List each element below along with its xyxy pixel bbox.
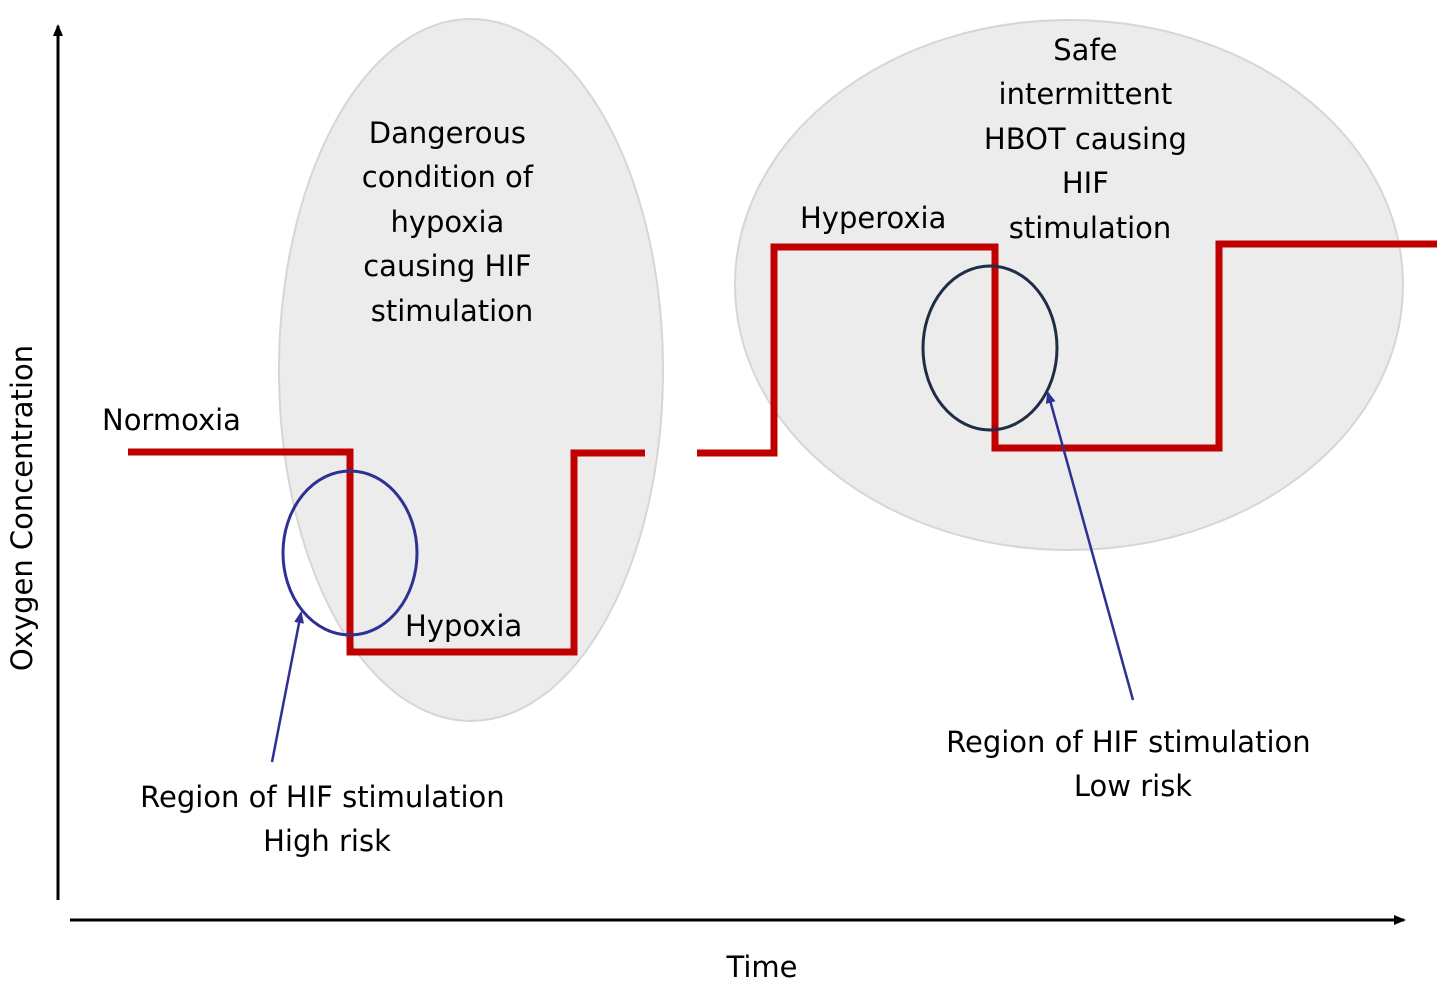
dangerous-line-3: hypoxia bbox=[390, 205, 504, 239]
safe-region-text: Safe intermittent HBOT causing HIF stimu… bbox=[984, 33, 1196, 245]
high-risk-circle bbox=[281, 469, 419, 637]
dangerous-line-1: Dangerous bbox=[369, 116, 526, 150]
oxygen-signal-hypoxia-segment bbox=[128, 448, 645, 656]
low-risk-circle bbox=[921, 264, 1059, 432]
y-axis-label: Oxygen Concentration bbox=[5, 345, 39, 671]
x-axis-label: Time bbox=[726, 950, 798, 984]
normoxia-label: Normoxia bbox=[102, 403, 241, 437]
safe-region-ellipse bbox=[734, 19, 1404, 551]
dangerous-line-2: condition of bbox=[362, 160, 534, 194]
low-risk-line-2: Low risk bbox=[1074, 769, 1192, 803]
low-risk-arrow bbox=[1045, 391, 1135, 701]
dangerous-region-text: Dangerous condition of hypoxia causing H… bbox=[362, 116, 542, 328]
high-risk-annotation: Region of HIF stimulation High risk bbox=[140, 780, 514, 858]
dangerous-line-4: causing HIF bbox=[363, 249, 531, 283]
low-risk-annotation: Region of HIF stimulation Low risk bbox=[946, 725, 1320, 803]
high-risk-arrow bbox=[270, 611, 304, 763]
high-risk-line-1: Region of HIF stimulation bbox=[140, 780, 504, 814]
safe-line-1: Safe bbox=[1053, 33, 1117, 67]
safe-line-2: intermittent bbox=[999, 77, 1173, 111]
oxygen-signal-hyperoxia-segment bbox=[697, 240, 1437, 457]
high-risk-line-2: High risk bbox=[263, 824, 391, 858]
low-risk-line-1: Region of HIF stimulation bbox=[946, 725, 1310, 759]
hyperoxia-label: Hyperoxia bbox=[800, 201, 946, 235]
safe-line-3: HBOT causing bbox=[984, 122, 1187, 156]
safe-line-4: HIF bbox=[1062, 166, 1109, 200]
dangerous-region-ellipse bbox=[278, 18, 664, 722]
dangerous-line-5: stimulation bbox=[371, 294, 534, 328]
hypoxia-label: Hypoxia bbox=[405, 609, 522, 643]
safe-line-5: stimulation bbox=[1009, 211, 1172, 245]
